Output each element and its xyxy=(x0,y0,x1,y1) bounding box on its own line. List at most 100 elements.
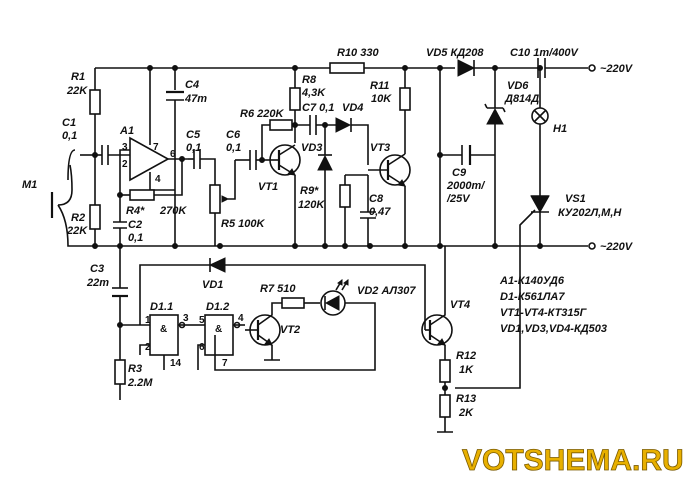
c8-capacitor xyxy=(360,175,376,246)
vt3-transistor xyxy=(368,153,411,246)
label-vd1: VD1 xyxy=(202,279,223,291)
label-c9a: C9 xyxy=(452,167,467,179)
label-c8b: 0,47 xyxy=(369,206,391,218)
pin-d1-6: 6 xyxy=(199,342,205,353)
vt1-transistor xyxy=(269,144,301,246)
pin-d1-5: 5 xyxy=(199,315,205,326)
label-vt1: VT1 xyxy=(258,181,278,193)
label-c2a: C2 xyxy=(128,219,142,231)
label-r11a: R11 xyxy=(370,80,389,92)
r11-resistor xyxy=(399,68,411,154)
gate-amp-1: & xyxy=(160,324,167,335)
c7-capacitor xyxy=(309,115,336,135)
legend-a1: A1-К140УД6 xyxy=(499,275,565,287)
label-r1b: 22K xyxy=(66,85,88,97)
vd3-diode xyxy=(317,125,333,246)
label-vs1a: VS1 xyxy=(565,193,586,205)
parts-legend: A1-К140УД6 D1-К561ЛА7 VT1-VT4-КТ315Г VD1… xyxy=(499,275,607,335)
pin-d1-14: 14 xyxy=(170,358,182,369)
label-vs1b: КУ202Л,М,Н xyxy=(558,207,622,219)
label-r2a: R2 xyxy=(71,212,85,224)
pin-a1-2: 2 xyxy=(122,159,128,170)
top-rail xyxy=(95,58,596,78)
label-r9b: 120K xyxy=(298,199,325,211)
label-r6: R6 220K xyxy=(240,108,284,120)
component-labels: R10 330 VD5 КД208 C10 1m/400V ~220V R1 2… xyxy=(22,47,634,419)
label-c5a: C5 xyxy=(186,129,201,141)
label-vt4: VT4 xyxy=(450,299,470,311)
label-c1b: 0,1 xyxy=(62,130,77,142)
r3-resistor xyxy=(114,325,126,400)
vd2-led xyxy=(285,279,376,371)
label-c7: C7 0,1 xyxy=(302,102,334,114)
c5-capacitor xyxy=(188,149,216,185)
label-r2b: 22K xyxy=(66,225,88,237)
label-c6b: 0,1 xyxy=(226,142,241,154)
vd6-zener xyxy=(484,68,506,246)
label-r4: R4* xyxy=(126,205,145,217)
pin-d1-2: 2 xyxy=(145,342,151,353)
label-r13b: 2K xyxy=(458,407,474,419)
label-vt3: VT3 xyxy=(370,142,390,154)
pin-a1-4: 4 xyxy=(155,174,161,185)
r7-resistor xyxy=(281,297,320,309)
r8-resistor xyxy=(289,68,301,143)
label-r11b: 10K xyxy=(371,93,392,105)
label-vd2: VD2 АЛ307 xyxy=(357,285,416,297)
label-c4a: C4 xyxy=(185,79,199,91)
label-vd4: VD4 xyxy=(342,102,363,114)
label-ac-top: ~220V xyxy=(600,63,634,75)
feedback-wires xyxy=(139,257,426,330)
label-r7: R7 510 xyxy=(260,283,296,295)
label-c3a: C3 xyxy=(90,263,104,275)
label-c4b: 47m xyxy=(184,93,207,105)
label-r13a: R13 xyxy=(456,393,476,405)
label-vd6a: VD6 xyxy=(507,80,529,92)
label-r8a: R8 xyxy=(302,74,317,86)
pin-a1-6: 6 xyxy=(170,149,176,160)
pin-d1-4: 4 xyxy=(238,313,244,324)
r6-resistor xyxy=(259,119,310,163)
label-c6a: C6 xyxy=(226,129,241,141)
pin-d1-3: 3 xyxy=(183,313,189,324)
watermark: VOTSHEMA.RU xyxy=(462,444,684,477)
legend-vt: VT1-VT4-КТ315Г xyxy=(500,307,588,319)
r9-resistor xyxy=(339,174,368,246)
c9-capacitor xyxy=(439,68,495,246)
label-r8b: 4,3K xyxy=(301,87,326,99)
label-r1a: R1 xyxy=(71,71,85,83)
h1-lamp xyxy=(531,68,549,196)
vt4-transistor xyxy=(421,246,453,360)
label-c5b: 0,1 xyxy=(186,142,201,154)
label-a1: A1 xyxy=(119,125,134,137)
m1-microphone xyxy=(50,149,95,247)
label-c9b: 2000m/ xyxy=(446,180,486,192)
pin-labels: 3 2 7 6 4 1 2 3 14 5 4 6 7 & & xyxy=(122,142,244,369)
label-c2b: 0,1 xyxy=(128,232,143,244)
label-r12a: R12 xyxy=(456,350,476,362)
label-r10: R10 330 xyxy=(337,47,379,59)
vs1-thyristor xyxy=(455,195,550,389)
d1-2-gate xyxy=(192,314,285,371)
c4-capacitor xyxy=(166,68,184,246)
label-vd5: VD5 КД208 xyxy=(426,47,484,59)
label-r3a: R3 xyxy=(128,363,142,375)
r5-pot xyxy=(209,160,236,246)
d1-1-gate xyxy=(139,314,192,370)
c3-capacitor xyxy=(112,246,150,326)
label-r5: R5 100K xyxy=(221,218,265,230)
label-vd6b: Д814Д xyxy=(504,93,539,105)
label-c3b: 22m xyxy=(86,277,109,289)
c1-capacitor xyxy=(95,145,130,165)
label-c8a: C8 xyxy=(369,193,384,205)
a1-opamp xyxy=(113,68,188,246)
pin-a1-7: 7 xyxy=(153,142,159,153)
label-d12: D1.2 xyxy=(206,301,229,313)
label-vt2: VT2 xyxy=(280,324,300,336)
label-c1a: C1 xyxy=(62,117,76,129)
label-m1: M1 xyxy=(22,179,37,191)
vd4-diode xyxy=(335,117,369,165)
r1-resistor xyxy=(89,68,101,246)
label-r9a: R9* xyxy=(300,185,319,197)
